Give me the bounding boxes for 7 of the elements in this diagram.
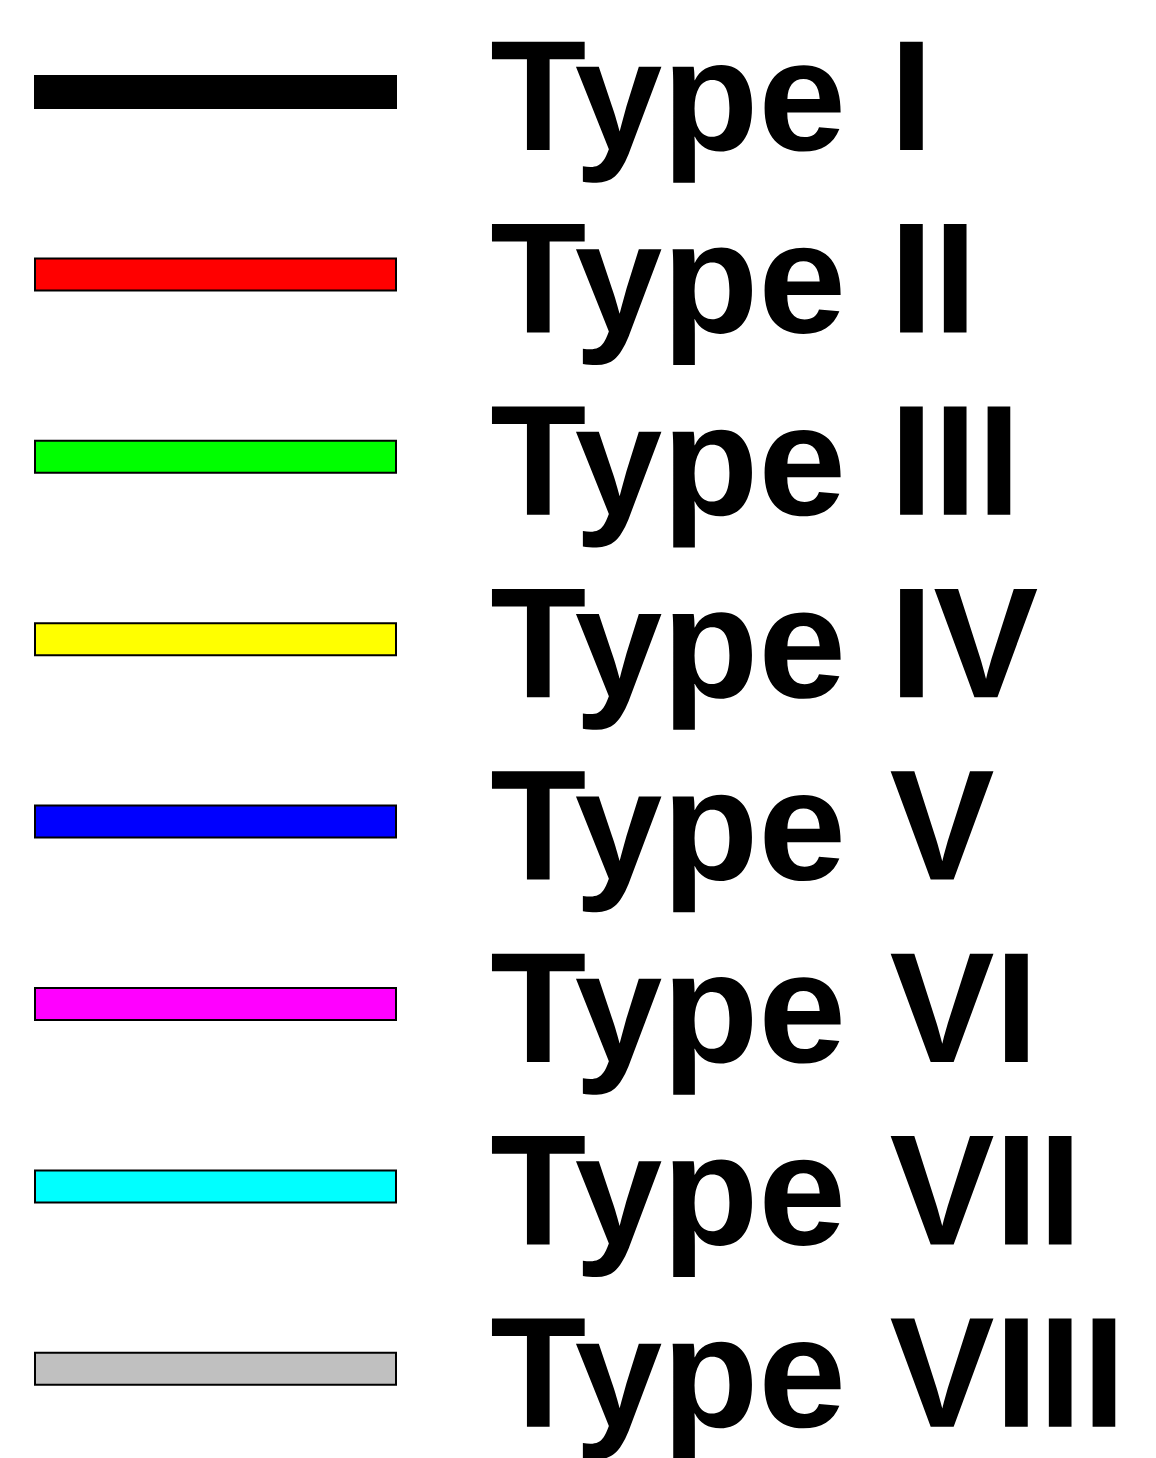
legend-label: Type VI <box>491 953 1028 1095</box>
legend-label: Type III <box>491 406 1011 548</box>
legend-label: Type VII <box>491 1136 1072 1278</box>
legend-label: Type V <box>491 771 994 913</box>
legend-label: Type II <box>491 224 967 366</box>
legend-label: Type IV <box>491 588 1038 730</box>
legend-label: Type I <box>491 41 923 183</box>
